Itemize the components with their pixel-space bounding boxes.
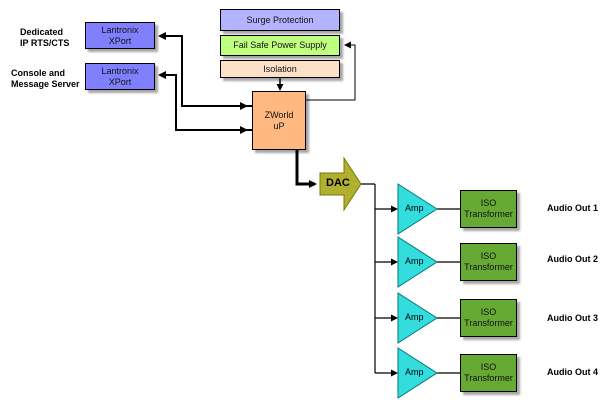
dac-arrow-shape <box>319 156 362 212</box>
console-label: Console and Message Server <box>11 68 80 89</box>
cpu-to-dac-line <box>295 150 317 188</box>
cpu-box: ZWorld uP <box>252 91 306 150</box>
transformer-1-label: ISO Transformer <box>464 198 513 219</box>
transformer-box-3: ISO Transformer <box>460 299 517 337</box>
transformer-2-label: ISO Transformer <box>464 251 513 272</box>
isolation-label: Isolation <box>263 63 297 74</box>
dac-label: DAC <box>326 177 350 189</box>
xport-box-top: Lantronix XPort <box>85 22 155 49</box>
audio-out-1-label: Audio Out 1 <box>547 203 598 213</box>
amp-1-label: Amp <box>405 203 424 213</box>
transformer-box-4: ISO Transformer <box>460 354 517 392</box>
surge-protection-label: Surge Protection <box>246 14 314 25</box>
transformer-3-label: ISO Transformer <box>464 307 513 328</box>
transformer-box-2: ISO Transformer <box>460 243 517 281</box>
audio-out-3-label: Audio Out 3 <box>547 313 598 323</box>
xport-box-top-label: Lantronix XPort <box>101 24 139 46</box>
amp-2-label: Amp <box>405 256 424 266</box>
cpu-to-xport-bottom-line <box>158 71 252 131</box>
amp-2-triangle <box>397 236 438 288</box>
isolation-box: Isolation <box>220 60 340 78</box>
audio-out-2-label: Audio Out 2 <box>547 254 598 264</box>
amp-4-triangle <box>397 347 438 399</box>
dedicated-label: Dedicated IP RTS/CTS <box>20 27 70 48</box>
transformer-4-label: ISO Transformer <box>464 362 513 383</box>
xport-box-bottom: Lantronix XPort <box>85 63 155 90</box>
amp-3-triangle <box>397 292 438 344</box>
audio-out-4-label: Audio Out 4 <box>547 367 598 377</box>
failsafe-power-label: Fail Safe Power Supply <box>233 40 327 50</box>
surge-protection-box: Surge Protection <box>220 9 340 31</box>
failsafe-power-box: Fail Safe Power Supply <box>220 35 340 56</box>
amp-1-triangle <box>397 183 438 235</box>
transformer-box-1: ISO Transformer <box>460 190 517 228</box>
amp-4-label: Amp <box>405 367 424 377</box>
cpu-to-failsafe-line <box>306 41 356 101</box>
amp-3-label: Amp <box>405 312 424 322</box>
cpu-label: ZWorld uP <box>264 109 294 131</box>
xport-box-bottom-label: Lantronix XPort <box>101 65 139 87</box>
